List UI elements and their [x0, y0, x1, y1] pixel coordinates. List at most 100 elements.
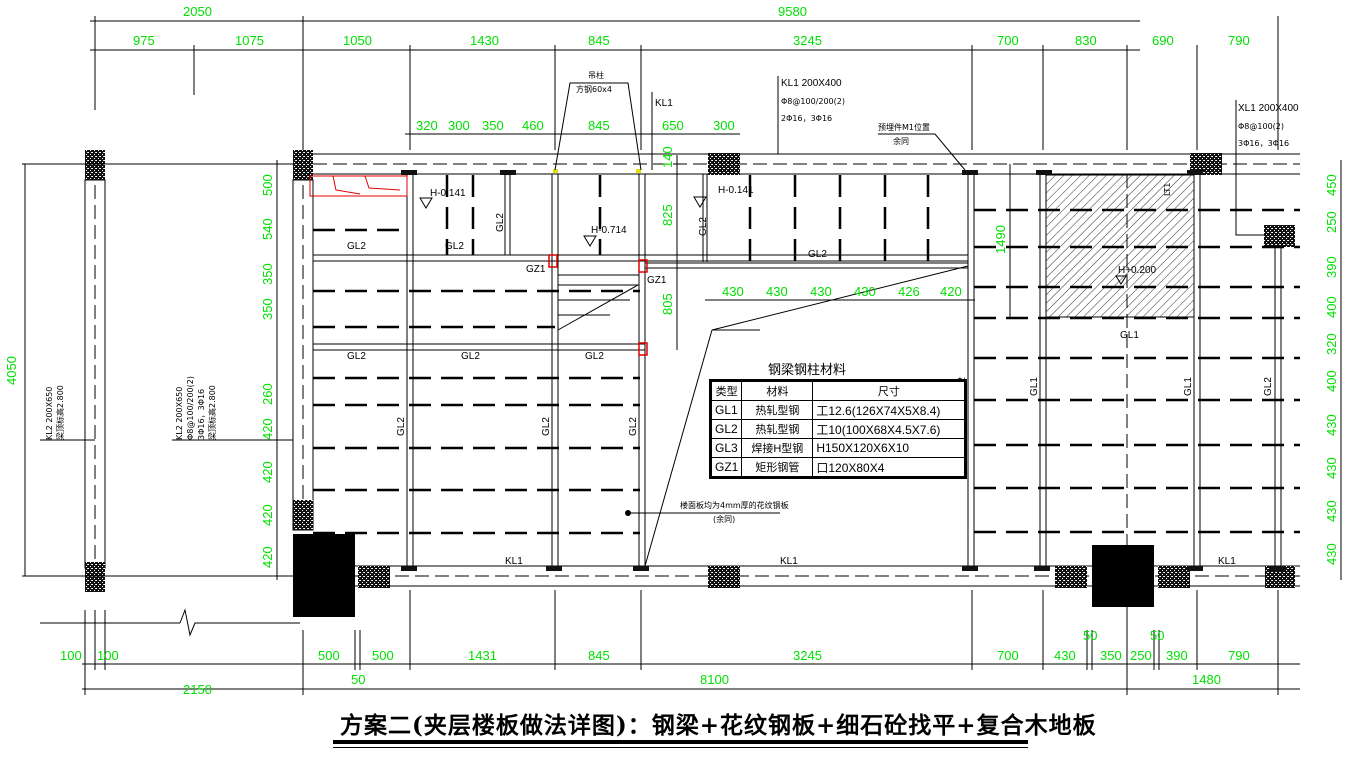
elevation-marker: H+0.200 [1118, 265, 1157, 276]
kl2-label: KL2 200X650 [45, 387, 54, 440]
dim-text: 825 [660, 204, 675, 226]
beam-label: GL1 [1029, 377, 1040, 396]
dim-text: 500 [372, 648, 394, 663]
elevation-marker: H-0.141 [718, 185, 754, 196]
dim-text: 400 [1324, 296, 1339, 318]
left-dimension-chain: 500 540 350 350 260 420 420 420 420 [260, 160, 278, 580]
lt1-label: LT1 [1163, 183, 1172, 196]
bottom-dimension-chain: 100 100 500 500 1431 845 3245 700 430 35… [40, 590, 1300, 697]
dim-text: 3245 [793, 648, 822, 663]
dim-text: 50 [351, 672, 365, 687]
dim-text: 450 [1324, 174, 1339, 196]
dim-2050: 2050 [183, 4, 212, 19]
dim-text: 140 [660, 146, 675, 168]
plate-note-same: (余同) [713, 514, 735, 524]
dim-text: 420 [260, 418, 275, 440]
dim-text: 400 [1324, 370, 1339, 392]
dim-text: 700 [997, 33, 1019, 48]
beam-label: GL2 [698, 217, 709, 236]
material-table: 类型 材料 尺寸 GL1 热轧型钢 工12.6(126X74X5X8.4) GL… [709, 379, 968, 479]
table-row: GL1 热轧型钢 工12.6(126X74X5X8.4) [709, 400, 967, 420]
dim-text: 50 [1083, 628, 1097, 643]
beam-label: GL2 [808, 249, 827, 260]
annotations: 吊柱 方钢60x4 KL1 KL1 200X400 Φ8@100/200(2) … [347, 70, 1299, 567]
table-cell: 口120X80X4 [812, 457, 967, 478]
kl2-mid-elev: 梁顶标高2.800 [207, 385, 217, 440]
elevation-marker: H-0.141 [430, 188, 466, 199]
dim-text: 100 [60, 648, 82, 663]
dim-text: 8100 [700, 672, 729, 687]
right-dimension-chain: 450 250 390 400 320 400 430 430 430 430 [1324, 160, 1342, 580]
table-cell: 热轧型钢 [741, 400, 814, 420]
table-cell: 焊接H型钢 [741, 438, 814, 458]
embed-note: 预埋件M1位置 [878, 122, 930, 132]
main-structure [292, 82, 1300, 617]
kl2-elev-label: 梁顶标高2.800 [55, 385, 65, 440]
dim-text: 420 [260, 461, 275, 483]
table-header: 尺寸 [812, 380, 967, 401]
table-cell: GZ1 [709, 457, 743, 478]
dim-text: 250 [1130, 648, 1152, 663]
material-table-title: 钢梁钢柱材料 [768, 363, 847, 378]
dim-text: 790 [1228, 33, 1250, 48]
dim-text: 350 [260, 263, 275, 285]
table-cell: GL1 [709, 400, 743, 420]
kl1-label: KL1 [655, 98, 673, 109]
dim-text: 1431 [468, 648, 497, 663]
kl2-mid-label: KL2 200X650 [175, 387, 184, 440]
beam-label: GL2 [396, 417, 407, 436]
dim-text: 2150 [183, 682, 212, 697]
dim-text: 300 [713, 118, 735, 133]
left-beam-kl2: 4050 KL2 200X650 梁顶标高2.800 KL2 200X650 Φ… [4, 150, 300, 592]
table-row: GZ1 矩形钢管 口120X80X4 [709, 457, 967, 478]
dim-text: 100 [97, 648, 119, 663]
kl2-mid-stirrup: Φ8@100/200(2) [186, 376, 195, 440]
table-row: GL2 热轧型钢 工10(100X68X4.5X7.6) [709, 419, 967, 439]
beam-label: GL1 [1120, 330, 1139, 341]
dim-text: 390 [1166, 648, 1188, 663]
dim-text: 350 [1100, 648, 1122, 663]
beam-label: KL1 [1218, 556, 1236, 567]
table-cell: 工12.6(126X74X5X8.4) [812, 400, 967, 420]
kl2-mid-rebar: 3Φ16，3Φ16 [197, 389, 206, 440]
dim-text: 3245 [793, 33, 822, 48]
kl1-spec: KL1 200X400 [781, 78, 842, 89]
hanger-label: 吊柱 [588, 70, 604, 80]
beam-label: GL2 [461, 351, 480, 362]
table-row: GL3 焊接H型钢 H150X120X6X10 [709, 438, 967, 458]
elevation-marker: H-0.714 [591, 225, 627, 236]
table-cell: GL2 [709, 419, 743, 439]
beam-label: GL2 [347, 241, 366, 252]
beam-label: GL2 [1263, 377, 1274, 396]
dim-text: 320 [1324, 333, 1339, 355]
table-header-row: 类型 材料 尺寸 [709, 380, 967, 401]
column-label: GZ1 [647, 275, 667, 286]
dim-text: 300 [448, 118, 470, 133]
title-underline-thick [333, 740, 1028, 744]
inner-top-dimension-chain: 320 300 350 460 845 650 300 [405, 118, 740, 135]
dim-text: 390 [1324, 256, 1339, 278]
dim-text: 690 [1152, 33, 1174, 48]
kl1-rebar: 2Φ16，3Φ16 [781, 114, 832, 123]
dim-text: 430 [722, 284, 744, 299]
dim-text: 260 [260, 383, 275, 405]
dim-text: 1050 [343, 33, 372, 48]
inner-vertical-dims: 140 825 805 1490 [660, 146, 1011, 350]
beam-label: GL2 [347, 351, 366, 362]
plate-note: 楼面板均为4mm厚的花纹钢板 [680, 500, 789, 510]
column-label: GZ1 [526, 264, 546, 275]
dim-text: 975 [133, 33, 155, 48]
table-header: 材料 [741, 380, 814, 401]
dim-text: 420 [940, 284, 962, 299]
dim-text: 430 [1324, 414, 1339, 436]
table-cell: 矩形钢管 [741, 457, 814, 478]
dim-text: 500 [318, 648, 340, 663]
dim-text: 50 [1150, 628, 1164, 643]
dim-text: 790 [1228, 648, 1250, 663]
dim-text: 650 [662, 118, 684, 133]
table-cell: 热轧型钢 [741, 419, 814, 439]
beam-label: KL1 [505, 556, 523, 567]
dim-text: 320 [416, 118, 438, 133]
dim-text: 420 [260, 546, 275, 568]
